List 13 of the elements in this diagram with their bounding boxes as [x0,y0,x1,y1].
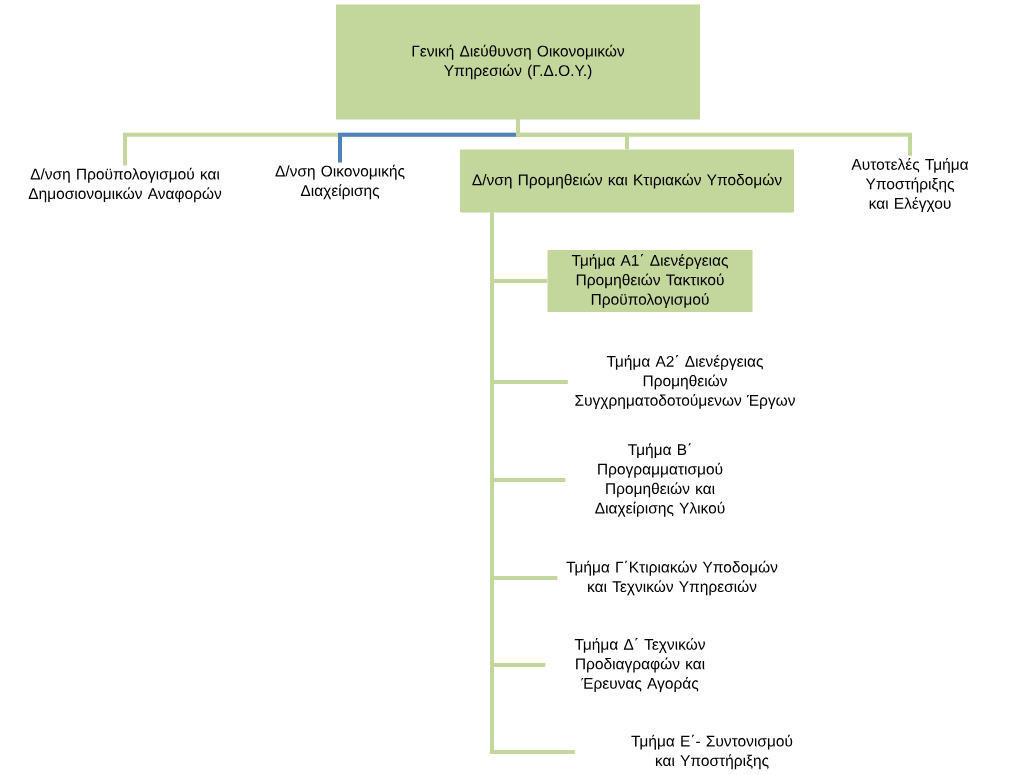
unit-label: Δ/νση Προϋπολογισμού και Δημοσιονομικών Αναφορών [28,167,222,203]
unit-label: Τμήμα Γ΄Κτιριακών Υποδομών και Τεχνικών Υπηρεσιών [566,560,778,596]
unit-box: Γενική Διεύθυνση Οικονομικών Υπηρεσιών (Γ.Δ.Ο.Υ.) [336,4,700,120]
unit-label: Δ/νση Οικονομικής Διαχείρισης [275,164,405,200]
unit-label: Αυτοτελές Τμήμα Υποστήριξης και Ελέγχου [851,158,969,212]
connector-line [516,119,912,156]
unit-box: Δ/νση Προμηθειών και Κτιριακών Υποδομών [460,149,794,213]
unit-box: Τμήμα Α1΄ Διενέργειας Προμηθειών Τακτικού Προϋπολογισμού [547,250,753,312]
unit-label: Τμήμα Δ΄ Τεχνικών Προδιαγραφών και Έρευνας Αγοράς [574,638,705,692]
connector-line [490,212,575,754]
unit-label: Τμήμα Α2΄ Διενέργειας Προμηθειών Συγχρηματοδοτούμενων Έργων [575,355,795,409]
unit-label: Τμήμα Β΄ Προγραμματισμού Προμηθειών και Διαχείρισης Υλικού [595,443,725,517]
unit-label: Τμήμα Ε΄- Συντονισμού και Υποστήριξης [631,734,793,770]
